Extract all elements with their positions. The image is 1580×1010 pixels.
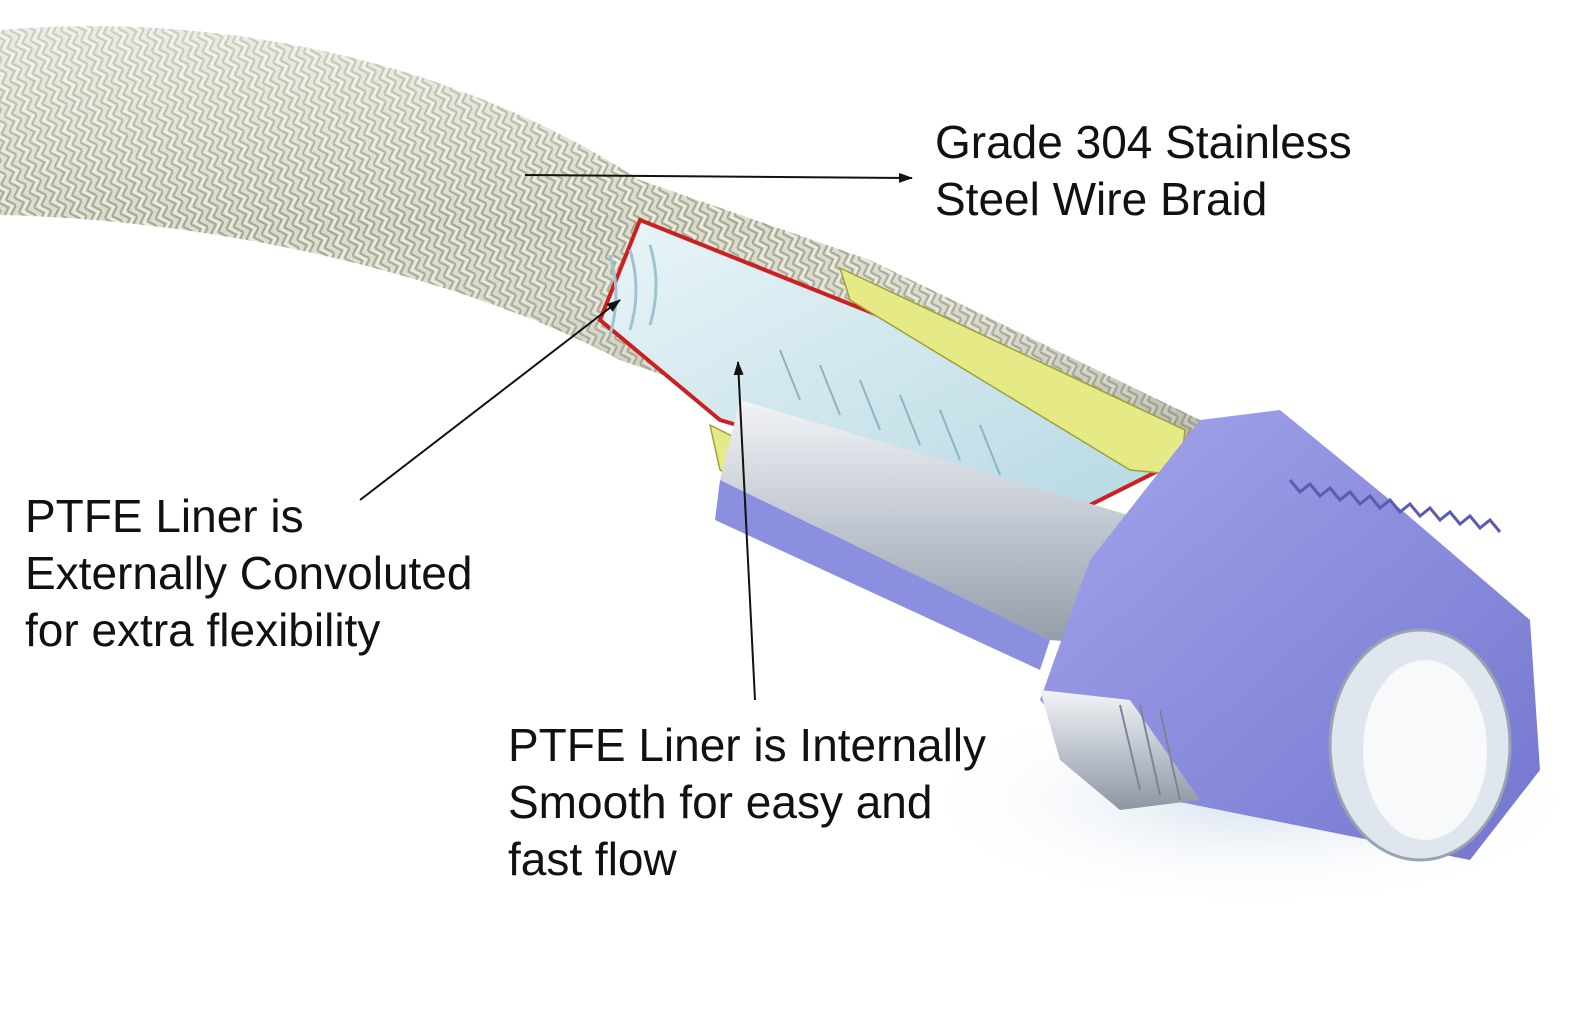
callout-line: Grade 304 Stainless (935, 116, 1352, 168)
callout-external-convolution: PTFE Liner is Externally Convoluted for … (25, 488, 472, 659)
leader-line-internal (733, 361, 756, 701)
callout-line: Steel Wire Braid (935, 173, 1268, 225)
callout-line: Externally Convoluted (25, 547, 473, 599)
callout-line: fast flow (508, 833, 677, 885)
callout-internal-smooth: PTFE Liner is Internally Smooth for easy… (508, 717, 986, 888)
callout-line: for extra flexibility (25, 604, 381, 656)
callout-line: PTFE Liner is (25, 490, 304, 542)
leader-line-external (359, 299, 621, 501)
hex-nut (1040, 410, 1540, 862)
callout-line: PTFE Liner is Internally (508, 719, 987, 771)
leader-line-braid (524, 172, 913, 183)
callout-line: Smooth for easy and (508, 776, 933, 828)
callout-steel-braid: Grade 304 Stainless Steel Wire Braid (935, 114, 1352, 228)
leader-lines (359, 172, 913, 701)
